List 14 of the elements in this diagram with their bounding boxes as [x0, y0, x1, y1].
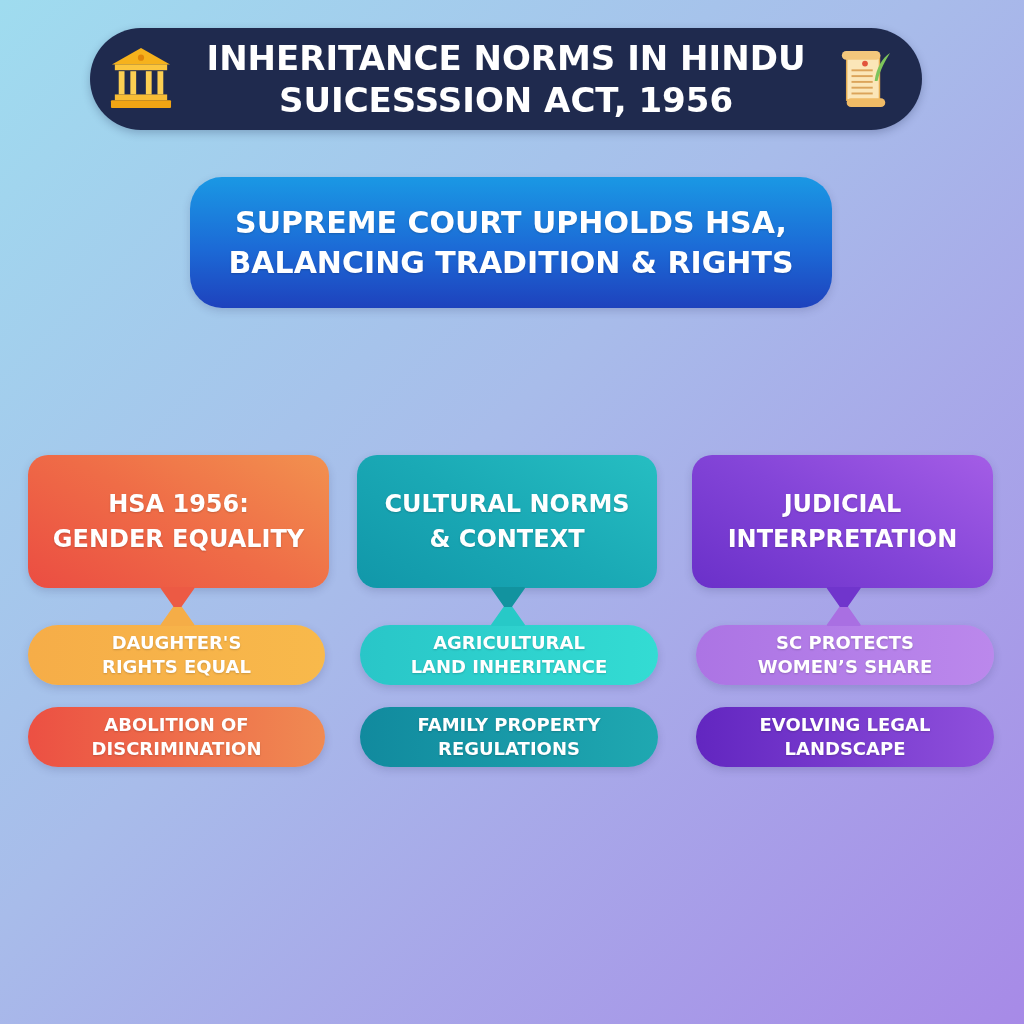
subtopic-pill: SC PROTECTS WOMEN’S SHARE	[696, 625, 994, 685]
subtopic-pill: FAMILY PROPERTY REGULATIONS	[360, 707, 658, 767]
tail-connector	[826, 587, 861, 626]
category-callout: JUDICIAL INTERPRETATION	[692, 455, 993, 588]
category-callout: CULTURAL NORMS & CONTEXT	[357, 455, 657, 588]
title-text: INHERITANCE NORMS IN HINDU SUICESSSION ACT, 1956	[205, 37, 807, 121]
subtopic-pill: ABOLITION OF DISCRIMINATION	[28, 707, 325, 767]
subtopic-pill: AGRICULTURAL LAND INHERITANCE	[360, 625, 658, 685]
headline-banner: SUPREME COURT UPHOLDS HSA, BALANCING TRADITION & RIGHTS	[190, 177, 832, 308]
tail-connector	[160, 587, 195, 626]
subtopic-pill: EVOLVING LEGAL LANDSCAPE	[696, 707, 994, 767]
subtopic-pill: DAUGHTER'S RIGHTS EQUAL	[28, 625, 325, 685]
tail-connector	[491, 587, 525, 626]
category-callout: HSA 1956: GENDER EQUALITY	[28, 455, 329, 588]
